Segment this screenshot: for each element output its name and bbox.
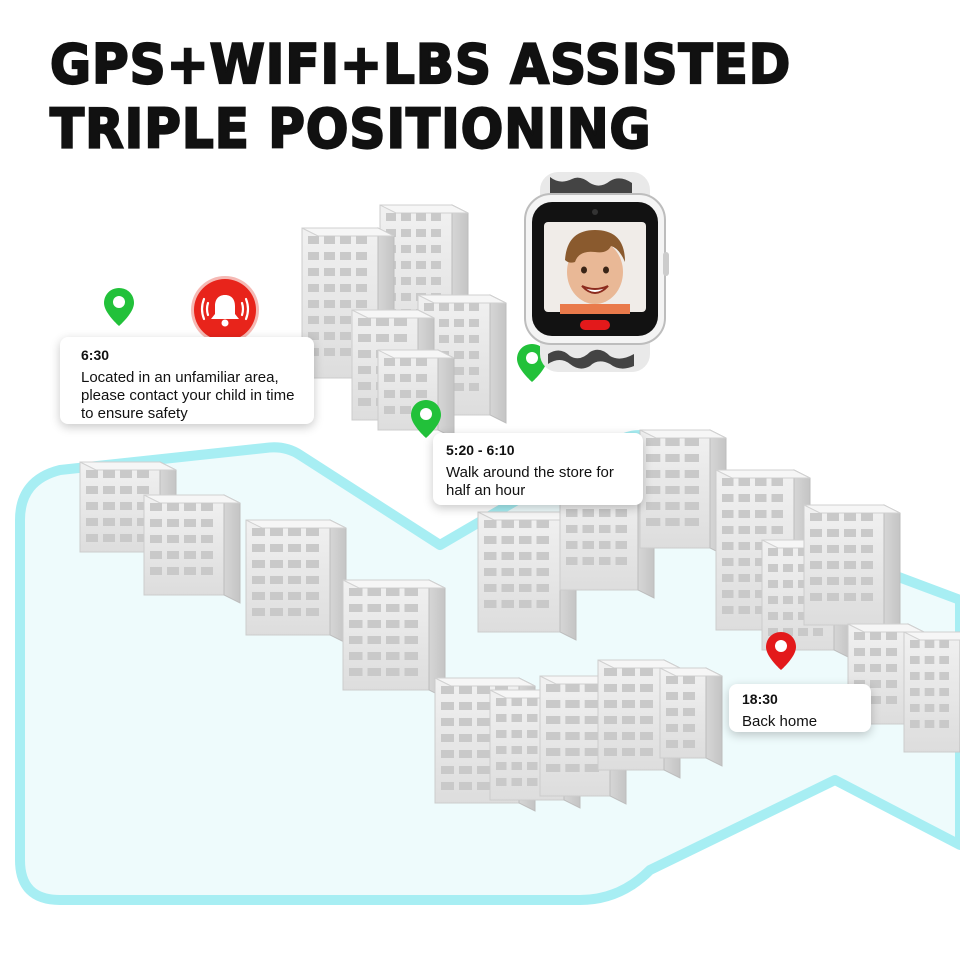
location-pin-icon bbox=[104, 288, 134, 326]
building bbox=[379, 204, 469, 384]
building bbox=[659, 667, 723, 767]
building bbox=[903, 631, 960, 753]
smartwatch-image bbox=[524, 172, 669, 372]
card-message: Walk around the store for half an hour bbox=[446, 464, 614, 499]
location-card-store: 5:20 - 6:10 Walk around the store for ha… bbox=[433, 433, 643, 505]
card-message: Located in an unfamiliar area, please co… bbox=[81, 369, 295, 422]
location-pin-icon bbox=[766, 632, 796, 670]
building bbox=[477, 511, 577, 641]
building bbox=[143, 494, 241, 604]
location-card-home: 18:30 Back home bbox=[729, 684, 871, 732]
card-time: 5:20 - 6:10 bbox=[446, 442, 515, 458]
headline: GPS+WIFI+LBS ASSISTED TRIPLE POSITIONING bbox=[49, 32, 792, 162]
building bbox=[342, 579, 446, 699]
building bbox=[639, 429, 727, 557]
bell-icon bbox=[200, 295, 250, 327]
headline-line-2: TRIPLE POSITIONING bbox=[49, 97, 652, 162]
headline-line-1: GPS+WIFI+LBS ASSISTED bbox=[49, 32, 792, 97]
buildings bbox=[79, 204, 960, 812]
card-time: 6:30 bbox=[81, 347, 110, 363]
location-pin-icon bbox=[411, 400, 441, 438]
building bbox=[245, 519, 347, 644]
alarm-badge bbox=[194, 279, 256, 341]
location-card-morning: 6:30 Located in an unfamiliar area, plea… bbox=[60, 337, 314, 424]
location-pin-icon bbox=[517, 344, 547, 382]
building bbox=[803, 504, 901, 634]
card-message: Back home bbox=[742, 713, 818, 730]
card-time: 18:30 bbox=[742, 691, 778, 707]
